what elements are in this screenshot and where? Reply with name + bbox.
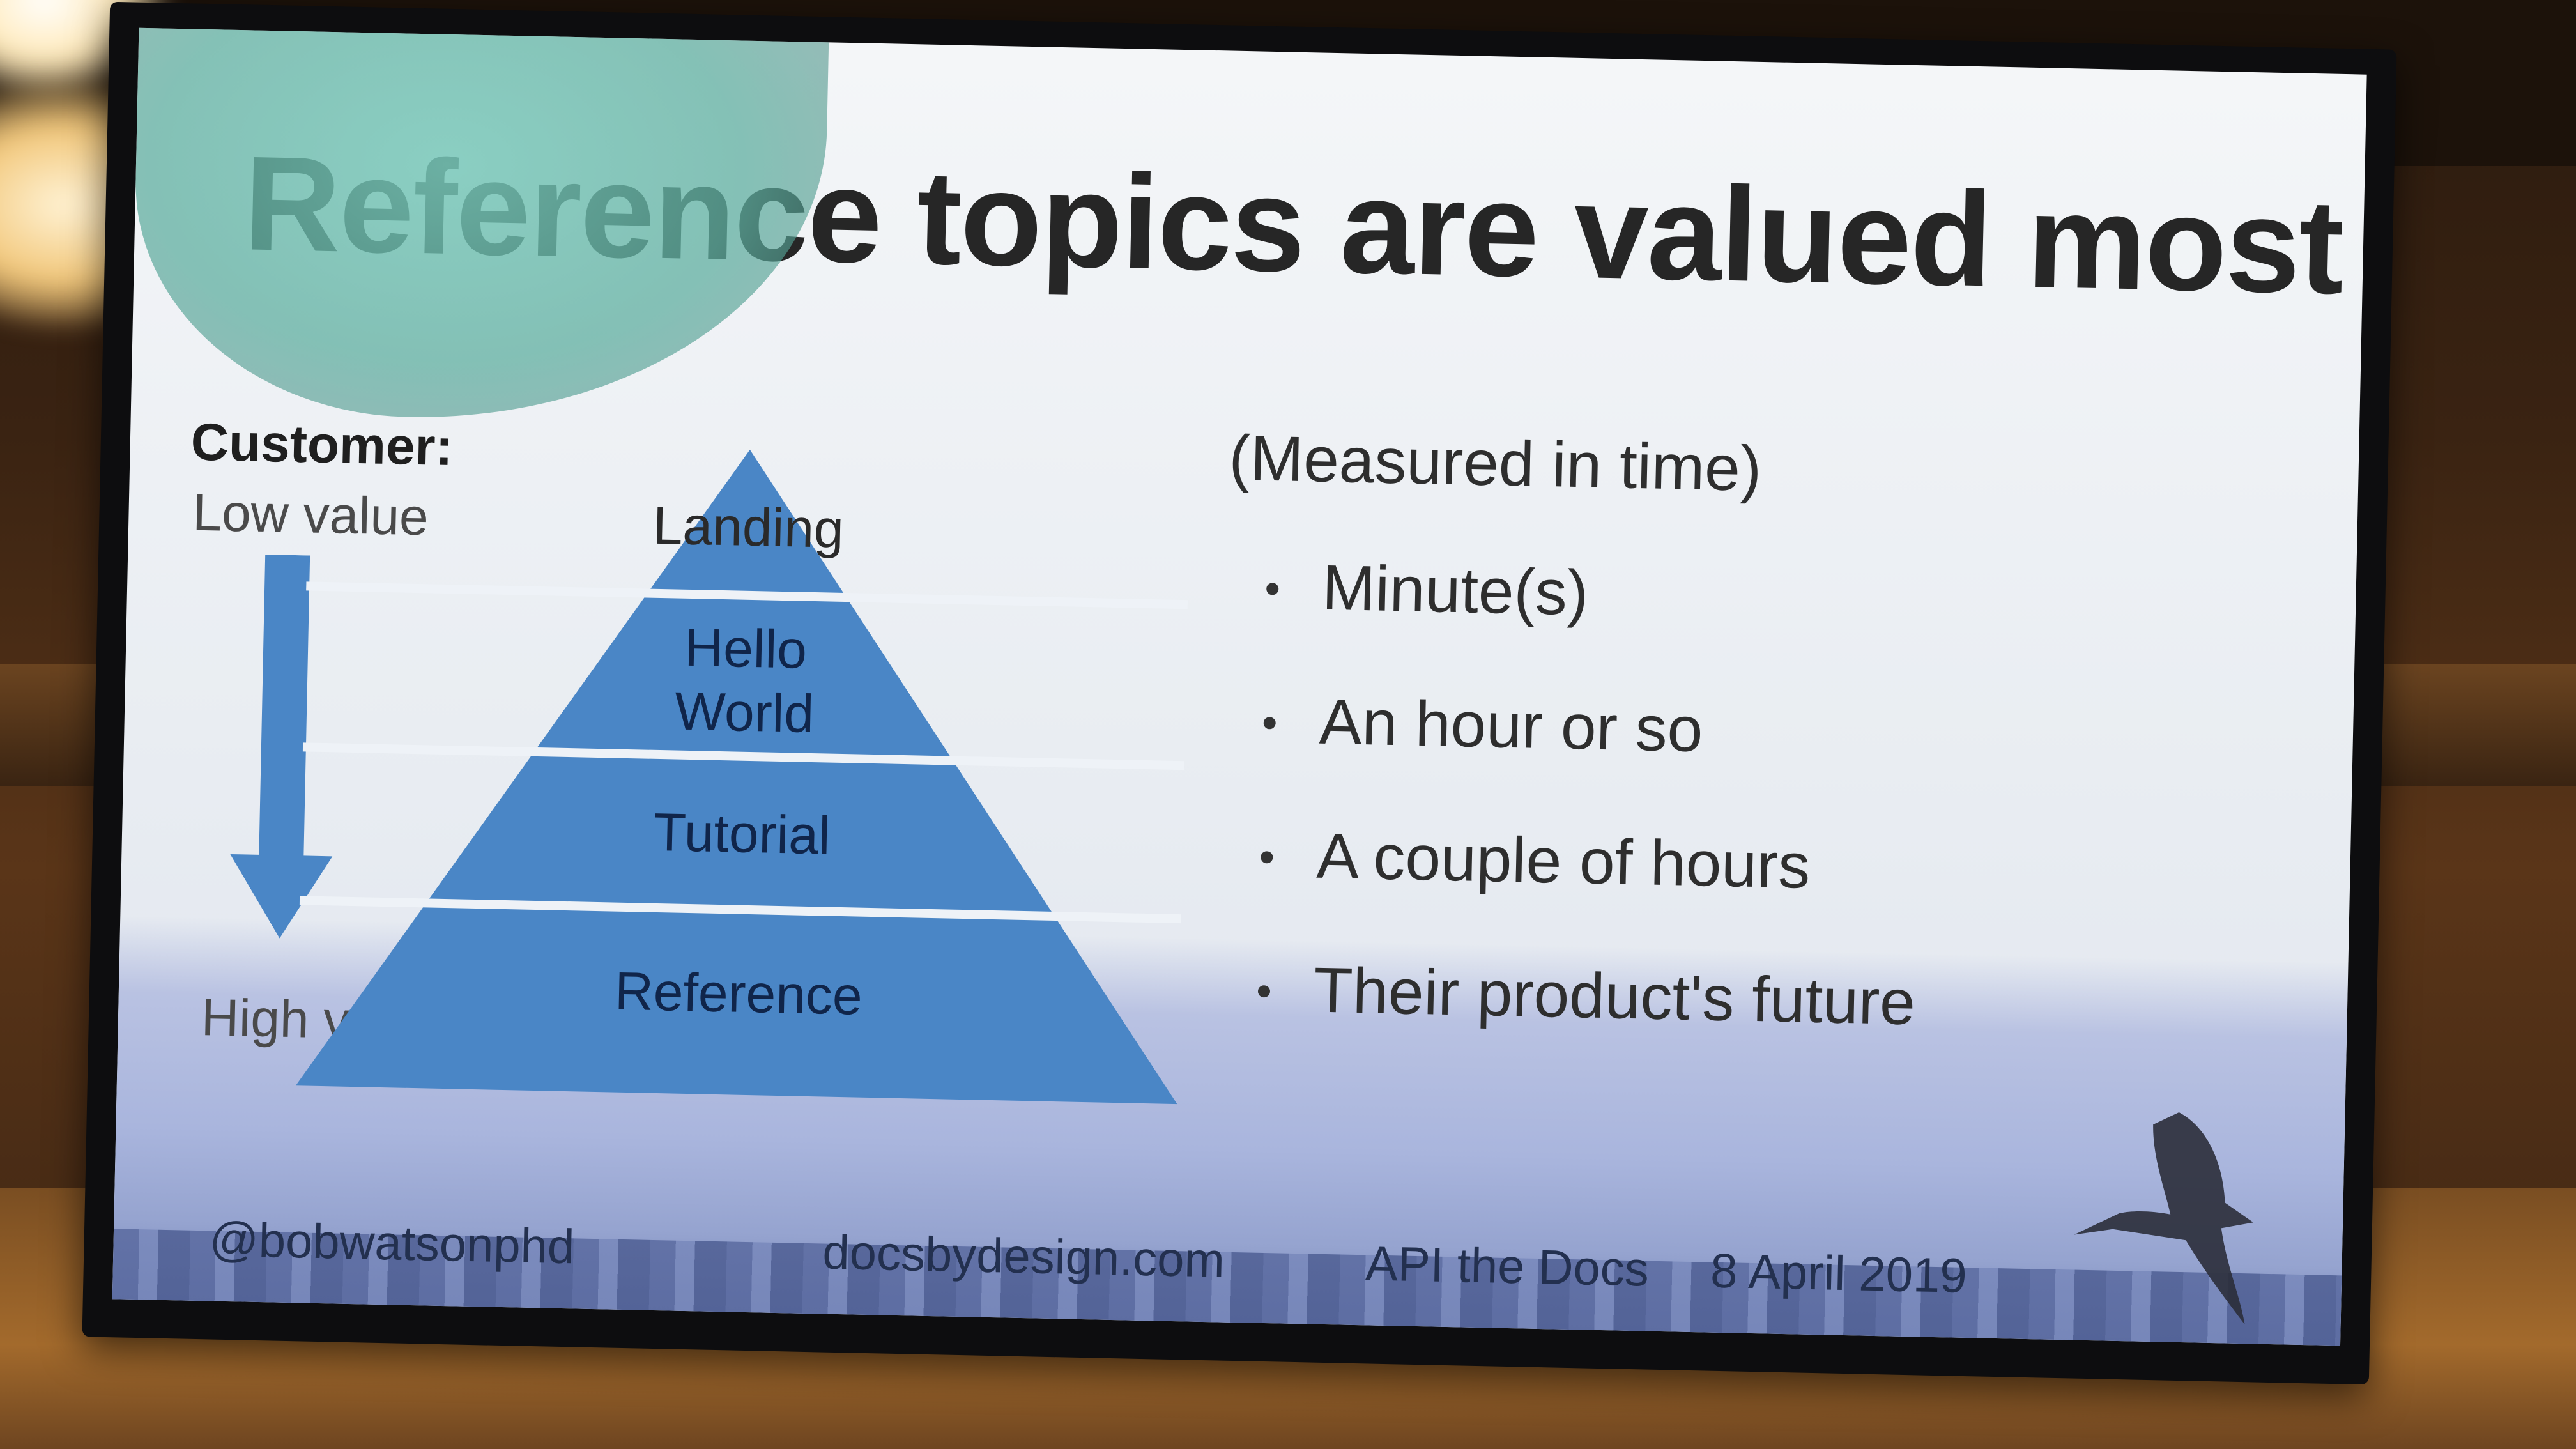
bullet-item: • A couple of hours	[1257, 818, 1919, 967]
bullet-text: A couple of hours	[1315, 820, 1811, 902]
pyramid-level-landing: Landing	[652, 495, 845, 559]
bullet-text: Their product's future	[1313, 954, 1917, 1039]
tv-screen: Reference topics are valued most Custome…	[82, 1, 2397, 1385]
bullet-item: • Their product's future	[1254, 953, 1916, 1101]
footer-date: 8 April 2019	[1710, 1243, 1968, 1304]
bullet-dot: •	[1258, 831, 1275, 882]
footer-handle: @bobwatsonphd	[208, 1212, 576, 1275]
slide: Reference topics are valued most Custome…	[112, 27, 2367, 1346]
bullet-item: • Minute(s)	[1262, 550, 1924, 698]
measured-subtitle: (Measured in time)	[1228, 422, 1763, 505]
bullet-list: • Minute(s) • An hour or so • A couple of h…	[1254, 550, 1924, 1100]
pyramid-level-world: World	[674, 681, 815, 744]
down-arrow-icon	[230, 555, 333, 939]
bullet-text: An hour or so	[1318, 686, 1704, 766]
footer-site: docsbydesign.com	[822, 1225, 1225, 1288]
pyramid-level-hello: Hello	[684, 617, 808, 680]
pyramid-diagram: Landing Hello World Tutorial Reference	[295, 449, 1188, 1105]
pyramid-level-reference: Reference	[614, 961, 862, 1026]
bullet-item: • An hour or so	[1260, 684, 1922, 832]
bullet-dot: •	[1264, 563, 1281, 614]
bullet-text: Minute(s)	[1321, 551, 1590, 629]
footer-event: API the Docs	[1365, 1236, 1650, 1297]
bullet-dot: •	[1261, 697, 1278, 748]
bullet-dot: •	[1255, 965, 1273, 1016]
pyramid-level-tutorial: Tutorial	[653, 802, 831, 866]
slide-title: Reference topics are valued most	[242, 128, 2345, 322]
pelican-icon	[2074, 1112, 2253, 1325]
